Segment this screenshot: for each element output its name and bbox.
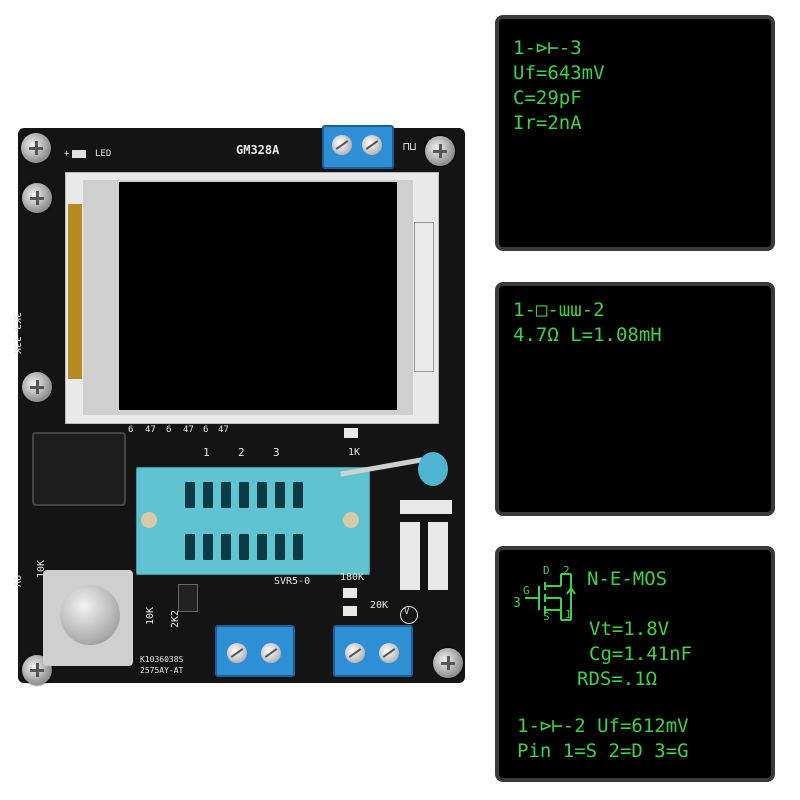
- pin-number-3: 3: [273, 446, 280, 459]
- range-label: 3K3-33K: [11, 312, 22, 355]
- zif-test-socket[interactable]: [136, 467, 370, 575]
- resistor-1k: [344, 428, 358, 438]
- pin-number-2: 2: [238, 446, 245, 459]
- test-pad: [428, 522, 448, 590]
- battery-9v-label: 9V: [11, 575, 22, 588]
- chip-label-2: 2575AY-AT: [140, 666, 184, 675]
- terminal-screw: [362, 135, 382, 155]
- cap-label: 6: [128, 425, 134, 435]
- zif-slot: [293, 534, 303, 560]
- terminal-block-bottom-right: [333, 625, 413, 677]
- plus-label: +: [64, 149, 70, 159]
- screen-line: 1-⊳⊢-3: [513, 37, 582, 59]
- lcd-flex-cable: [68, 204, 82, 379]
- chip-label-1: K1036038S: [140, 655, 184, 664]
- zif-slot: [275, 482, 285, 508]
- cap-label: 47: [183, 425, 194, 435]
- zif-slot: [257, 534, 267, 560]
- zif-slot: [239, 482, 249, 508]
- body-diode-info: 1-⊳⊢-2 Uf=612mV: [517, 715, 689, 737]
- lcd-header-pins: [414, 222, 434, 372]
- resistor-180k-label: 180K: [340, 572, 365, 583]
- test-pad: [400, 500, 452, 514]
- terminal-block-top: [322, 125, 394, 169]
- cap-label: 47: [218, 425, 229, 435]
- screen-line: Uf=643mV: [513, 62, 605, 84]
- resistor-2k2-label: 2K2: [170, 609, 181, 628]
- mosfet-symbol-icon: [525, 573, 576, 621]
- voltage-marker-label: V: [404, 607, 410, 617]
- resistor-20k: [343, 606, 357, 616]
- terminal-screw: [379, 643, 399, 663]
- cap-label: 47: [145, 425, 156, 435]
- zif-slot: [275, 534, 285, 560]
- mos-label-gate: G: [523, 584, 530, 597]
- zif-slot: [185, 534, 195, 560]
- cap-label: 6: [166, 425, 172, 435]
- zif-slot: [293, 482, 303, 508]
- zif-slot: [221, 534, 231, 560]
- pin-assignment: Pin 1=S 2=D 3=G: [517, 740, 689, 762]
- screen-line: Ir=2nA: [513, 112, 582, 134]
- resistor-180k: [343, 588, 357, 598]
- mos-label-source: S: [543, 610, 550, 623]
- screen-line: C=29pF: [513, 87, 582, 109]
- zif-slot: [203, 482, 213, 508]
- mount-screw-left-lower: [22, 372, 52, 402]
- board-model-label: GM328A: [236, 143, 280, 157]
- terminal-screw: [227, 643, 247, 663]
- led-label: LED: [95, 149, 112, 159]
- lcd-screen: [119, 182, 397, 410]
- drain-source-resistance: RDS=.1Ω: [577, 668, 658, 690]
- voltage-regulator: [178, 584, 198, 612]
- squarewave-label: ⊓⊔: [403, 140, 417, 153]
- resistor-10k-label-2: 10K: [145, 606, 156, 625]
- svr-label: SVR5-0: [274, 576, 311, 587]
- result-screen-diode: 1-⊳⊢-3 Uf=643mV C=29pF Ir=2nA: [495, 15, 775, 251]
- mount-screw-top-right: [425, 136, 455, 166]
- resistor-20k-label: 20K: [370, 600, 389, 611]
- terminal-screw: [261, 643, 281, 663]
- dc-power-jack: [32, 432, 126, 506]
- zif-rivet: [141, 512, 157, 528]
- led: [72, 150, 86, 158]
- zif-slot: [185, 482, 195, 508]
- test-pad: [400, 522, 420, 590]
- terminal-screw: [332, 135, 352, 155]
- zif-slot: [257, 482, 267, 508]
- zif-slot: [221, 482, 231, 508]
- mos-label-drain: D: [543, 564, 550, 577]
- result-screen-inductor: 1-□-ɯɯ-2 4.7Ω L=1.08mH: [495, 282, 775, 516]
- cap-label: 6: [203, 425, 209, 435]
- zif-slot: [239, 534, 249, 560]
- component-type: N-E-MOS: [587, 568, 668, 590]
- pin-number-1: 1: [203, 446, 210, 459]
- terminal-block-bottom-left: [215, 625, 295, 677]
- result-screen-mosfet: D 2 G 3 S 1 N-E-MOS Vt=1.8V Cg=1.41nF RD…: [495, 546, 775, 782]
- zif-slot: [203, 534, 213, 560]
- gate-capacitance: Cg=1.41nF: [589, 643, 692, 665]
- rotary-encoder-knob[interactable]: [60, 585, 120, 645]
- mount-screw-top-left: [21, 133, 51, 163]
- mos-pin-source: 1: [565, 608, 572, 621]
- zif-rivet: [343, 512, 359, 528]
- zif-lever-knob[interactable]: [418, 452, 448, 486]
- mos-pin-gate: 3: [513, 596, 521, 611]
- voltage-marker: [400, 606, 418, 624]
- mount-screw-bottom-right: [433, 648, 463, 678]
- mount-screw-left-upper: [22, 183, 52, 213]
- screen-line: 4.7Ω L=1.08mH: [513, 324, 662, 346]
- mos-pin-drain: 2: [563, 564, 570, 577]
- terminal-screw: [345, 643, 365, 663]
- screen-line: 1-□-ɯɯ-2: [513, 299, 605, 321]
- resistor-1k-label: 1K: [348, 447, 361, 458]
- threshold-voltage: Vt=1.8V: [589, 618, 670, 640]
